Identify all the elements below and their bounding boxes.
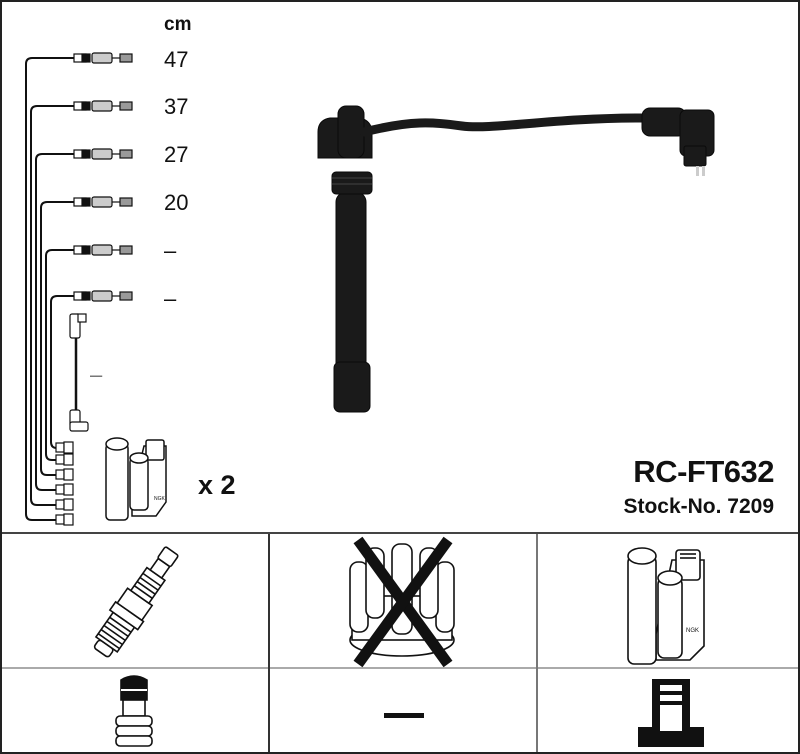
cable-length-2: 37 [164, 94, 189, 119]
svg-text:NGK: NGK [154, 496, 166, 502]
cell-coil-terminal [538, 669, 798, 752]
section-divider [2, 532, 798, 534]
cable-schematic-icon [25, 52, 133, 526]
cable-length-3: 27 [164, 142, 189, 167]
stock-number: Stock-No. 7209 [623, 495, 774, 518]
spark-plug-terminal-icon [115, 675, 153, 747]
ignition-cable-image [317, 105, 715, 413]
grid-col-divider-1 [268, 534, 270, 752]
svg-text:NGK: NGK [686, 628, 699, 634]
ignition-coil-icon: NGK [105, 437, 167, 521]
cable-length-6: – [164, 286, 177, 311]
spark-plug-icon [93, 546, 179, 658]
cable-length-7: – [90, 362, 103, 387]
distributor-cap-excluded-icon [349, 536, 455, 668]
cable-length-5: – [164, 238, 177, 263]
grid-row-divider [2, 667, 798, 669]
no-part-dash [384, 713, 424, 718]
grid-col-divider-2 [536, 534, 538, 752]
product-code: RC-FT632 [633, 454, 774, 489]
cell-distributor-terminal [270, 669, 536, 752]
cable-length-1: 47 [164, 47, 189, 72]
ignition-coil-icon: NGK [627, 547, 705, 665]
coil-quantity: x 2 [198, 470, 236, 500]
cell-spark-plug-terminal [2, 669, 268, 752]
cable-set-overview: cm 47 37 27 20 – – – [2, 2, 798, 532]
cable-length-4: 20 [164, 190, 189, 215]
cell-spark-plug [2, 534, 268, 667]
cell-ignition-coil: NGK [538, 534, 798, 667]
cell-distributor-cap [270, 534, 536, 668]
coil-terminal-icon [638, 679, 704, 747]
unit-label: cm [164, 14, 192, 35]
